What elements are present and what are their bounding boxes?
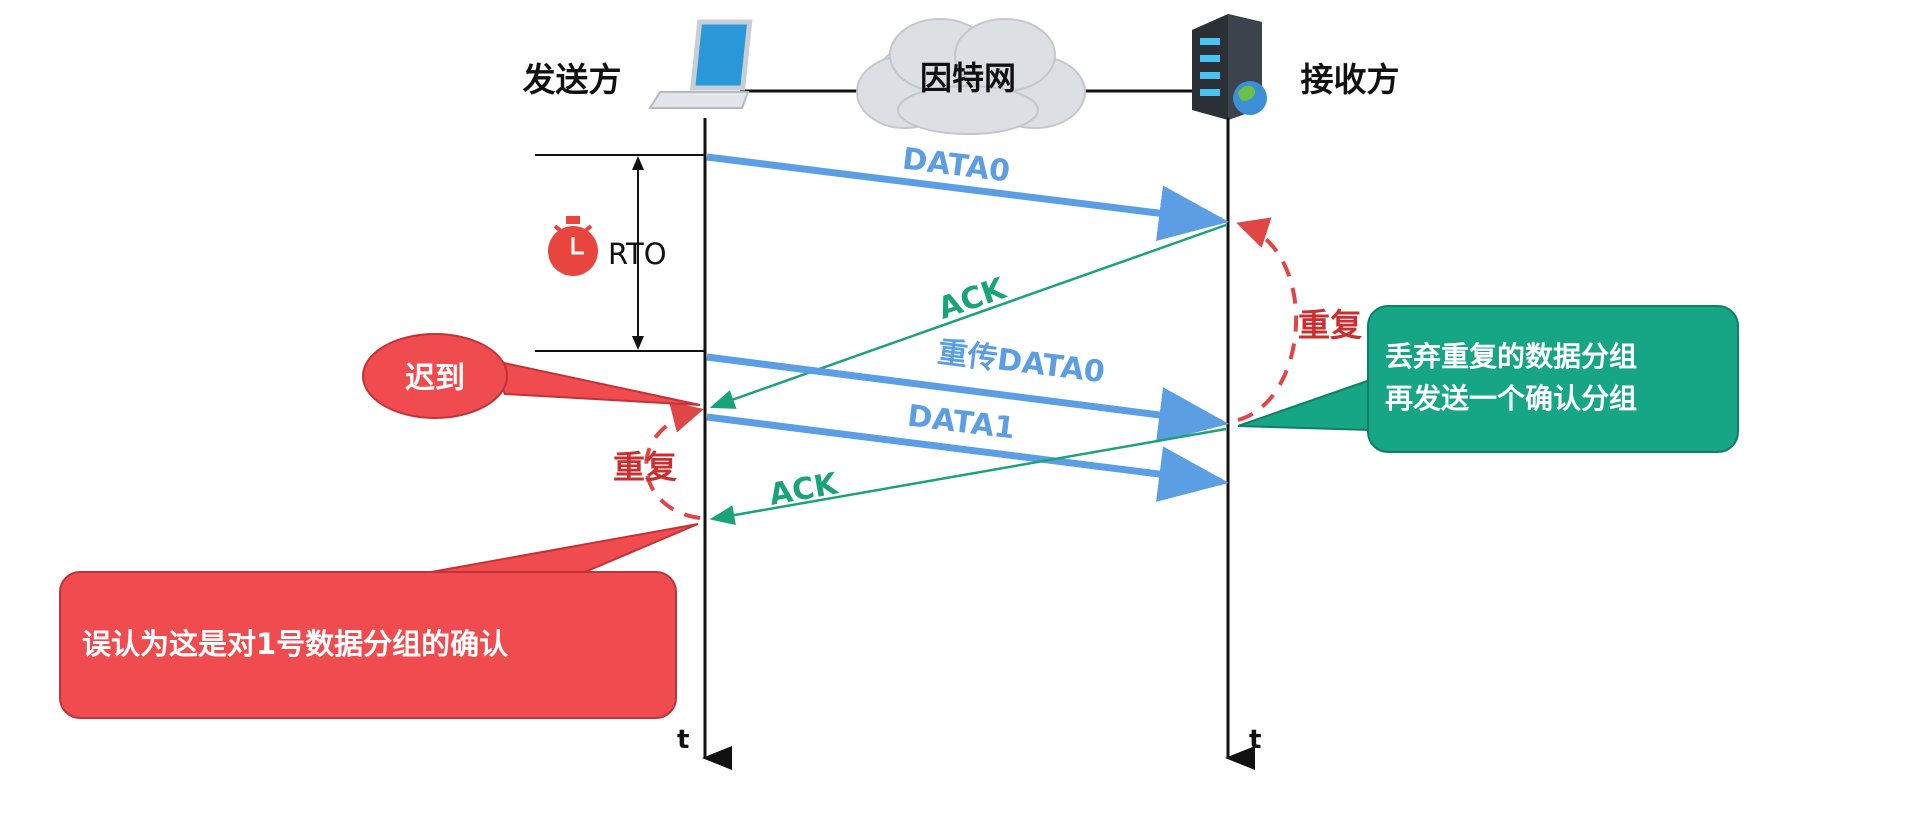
retransmit-arrow xyxy=(706,353,1229,443)
mistake-callout xyxy=(59,523,699,719)
discard-line-1: 丢弃重复的数据分组 xyxy=(1385,340,1638,373)
ack2-label: ACK xyxy=(767,466,842,513)
discard-line-2: 再发送一个确认分组 xyxy=(1385,382,1638,415)
ack1-label: ACK xyxy=(934,271,1012,327)
discard-callout-text: 丢弃重复的数据分组 再发送一个确认分组 xyxy=(1385,336,1735,420)
late-label: 迟到 xyxy=(405,361,465,396)
late-callout: 迟到 xyxy=(362,333,701,419)
data1-arrow xyxy=(706,413,1229,502)
laptop-icon xyxy=(648,19,753,109)
ack2-arrow xyxy=(709,427,1227,525)
sender-label: 发送方 xyxy=(523,60,622,99)
rto-arrow-top xyxy=(632,156,644,170)
mistake-callout-text: 误认为这是对1号数据分组的确认 xyxy=(82,627,509,661)
receiver-duplicate-label: 重复 xyxy=(1298,306,1362,344)
ack1-arrow xyxy=(709,223,1227,409)
discard-callout xyxy=(1237,305,1739,453)
receiver-time-label: t xyxy=(1249,725,1261,755)
receiver-duplicate-arc xyxy=(1236,217,1298,422)
receiver-label: 接收方 xyxy=(1301,60,1400,99)
sender-time-label: t xyxy=(677,725,689,755)
sender-duplicate-label: 重复 xyxy=(613,448,677,486)
rto-arrow-bottom xyxy=(632,336,644,350)
data0-arrow xyxy=(706,153,1229,242)
rto-label: RTO xyxy=(608,237,667,271)
server-icon xyxy=(1192,14,1267,120)
stopwatch-icon xyxy=(548,216,598,276)
network-label: 因特网 xyxy=(920,59,1016,97)
retransmit-label: 重传DATA0 xyxy=(936,335,1107,390)
cloud-icon xyxy=(856,18,1086,135)
data1-label: DATA1 xyxy=(905,399,1016,447)
